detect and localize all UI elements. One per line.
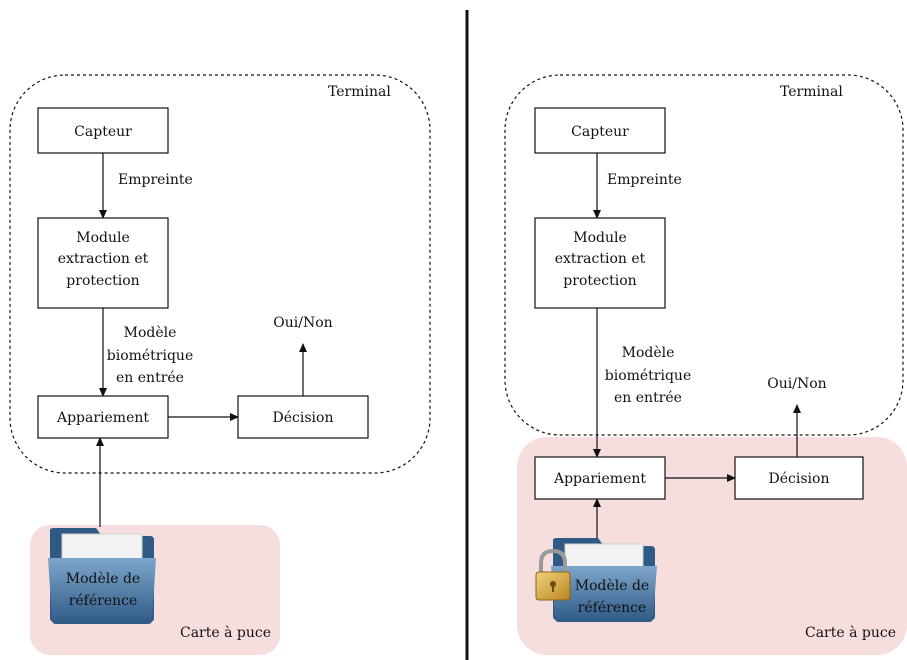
smart-card-label: Carte à puce — [180, 624, 271, 641]
capteur-label: Capteur — [74, 124, 132, 140]
capteur-box-right — [534, 107, 666, 154]
module-box — [37, 217, 169, 309]
decision-box — [237, 395, 369, 439]
terminal-region — [9, 74, 431, 474]
right-panel: Carte à puce Terminal Capteur Empreinte … — [504, 74, 907, 655]
reference-label-line1: Modèle de — [66, 571, 140, 587]
module-label-line2-right: extraction et — [555, 251, 646, 267]
folder-icon — [48, 528, 156, 624]
decision-box-right — [734, 456, 864, 500]
appariement-box — [37, 395, 169, 439]
module-label-line3-right: protection — [563, 273, 636, 289]
capteur-box — [37, 107, 169, 154]
reference-label-line2: référence — [69, 593, 138, 609]
appariement-label: Appariement — [56, 410, 149, 426]
appariement-label-right: Appariement — [553, 471, 646, 487]
module-label-line2: extraction et — [58, 251, 149, 267]
folder-icon-right — [551, 538, 657, 622]
left-panel: Carte à puce Terminal Capteur Empreinte … — [9, 74, 431, 655]
terminal-region-right — [504, 74, 904, 436]
modele-label-line1-right: Modèle — [622, 345, 675, 361]
module-box-right — [534, 217, 666, 309]
decision-label: Décision — [273, 410, 334, 426]
terminal-label-right: Terminal — [780, 84, 843, 100]
lock-icon — [535, 548, 571, 601]
module-label-line3: protection — [66, 273, 139, 289]
module-label-line1-right: Module — [573, 230, 627, 246]
capteur-label-right: Capteur — [571, 124, 629, 140]
smart-card-label-right: Carte à puce — [805, 624, 896, 641]
module-label-line1: Module — [76, 230, 130, 246]
modele-label-line2-right: biométrique — [605, 368, 692, 384]
terminal-label: Terminal — [328, 84, 391, 100]
empreinte-label: Empreinte — [118, 172, 193, 188]
decision-label-right: Décision — [769, 471, 830, 487]
reference-label-line2-right: référence — [578, 600, 647, 616]
modele-label-line3-right: en entrée — [614, 390, 682, 406]
oui-non-label-right: Oui/Non — [767, 376, 826, 392]
modele-label-line2: biométrique — [107, 348, 194, 364]
reference-label-line1-right: Modèle de — [575, 578, 649, 594]
modele-label-line3: en entrée — [116, 370, 184, 386]
modele-label-line1: Modèle — [124, 325, 177, 341]
oui-non-label: Oui/Non — [273, 315, 332, 331]
empreinte-label-right: Empreinte — [607, 172, 682, 188]
